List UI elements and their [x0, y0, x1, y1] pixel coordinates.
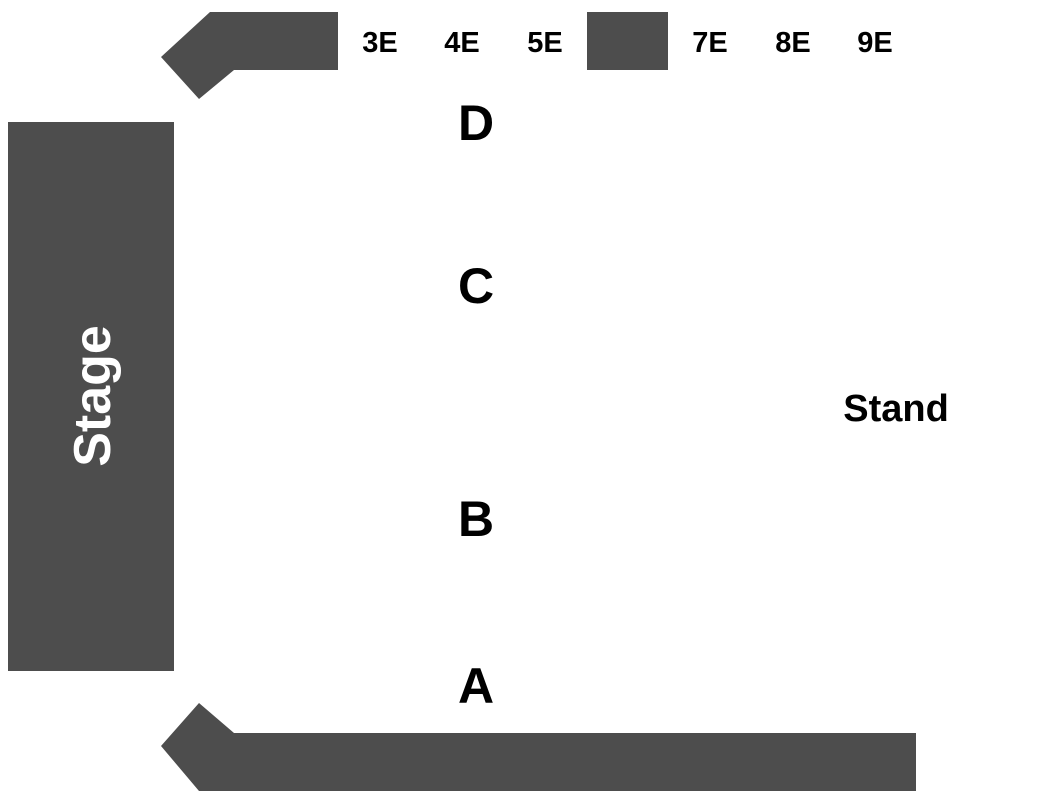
section-label-a[interactable]: A: [458, 658, 494, 714]
seat-label-8e[interactable]: 8E: [775, 27, 810, 59]
seat-label-4e[interactable]: 4E: [444, 27, 479, 59]
section-label-c[interactable]: C: [458, 258, 494, 314]
seat-label-9e[interactable]: 9E: [857, 27, 892, 59]
stand-label[interactable]: Stand: [843, 388, 949, 430]
section-label-b[interactable]: B: [458, 491, 494, 547]
section-label-d[interactable]: D: [458, 95, 494, 151]
top-middle-block[interactable]: [587, 12, 668, 70]
bottom-arrow-block[interactable]: [161, 703, 916, 791]
seat-label-7e[interactable]: 7E: [692, 27, 727, 59]
seat-label-5e[interactable]: 5E: [527, 27, 562, 59]
seat-label-3e[interactable]: 3E: [362, 27, 397, 59]
top-left-arrow-block[interactable]: [161, 12, 338, 99]
stage-label: Stage: [64, 325, 122, 467]
stage-block[interactable]: [8, 122, 174, 671]
